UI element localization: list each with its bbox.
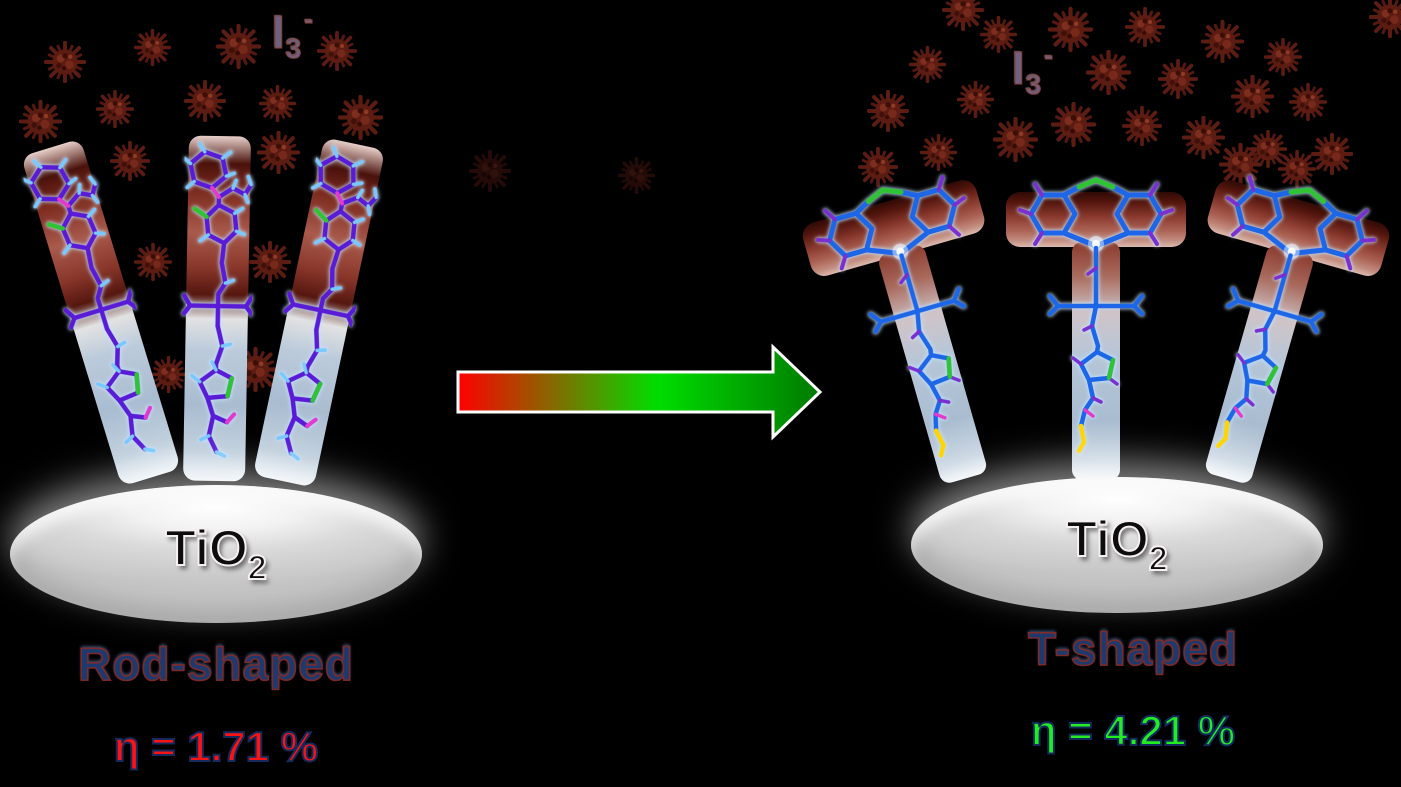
ion-subscript: 3 <box>1025 69 1042 100</box>
triiodide-ion <box>96 90 134 128</box>
triiodide-ion <box>1122 106 1162 146</box>
triiodide-ion <box>110 141 150 181</box>
triiodide-ion <box>184 80 226 122</box>
arrow-shape <box>456 343 823 441</box>
ion-subscript: 3 <box>285 33 302 64</box>
ion-charge: - <box>304 4 314 34</box>
triiodide-ion <box>1289 83 1327 121</box>
triiodide-ion <box>618 157 655 194</box>
triiodide-ion <box>909 46 946 83</box>
t-dye-stem-molecule <box>1176 238 1344 485</box>
triiodide-ion <box>1264 38 1302 76</box>
triiodide-ion <box>1048 7 1093 52</box>
ion-charge: - <box>1044 40 1054 70</box>
triiodide-ion <box>259 85 296 122</box>
tio2-substrate-right: TiO2 <box>911 477 1323 613</box>
triiodide-ion <box>1125 7 1165 47</box>
tio2-substrate-left: TiO2 <box>10 485 422 623</box>
triiodide-ion <box>469 150 511 192</box>
t-dye-stem-molecule <box>848 238 1016 485</box>
shape-label-left: Rod-shaped <box>77 638 354 690</box>
ion-element: I <box>1011 42 1025 94</box>
triiodide-label-right: I3- <box>1011 40 1054 100</box>
triiodide-ion <box>1158 59 1198 99</box>
triiodide-ion <box>338 95 383 140</box>
triiodide-ion <box>942 0 984 31</box>
triiodide-ion <box>980 16 1017 53</box>
triiodide-ion <box>134 243 172 281</box>
rod-dye-molecule <box>179 141 255 472</box>
triiodide-ion <box>1311 133 1353 175</box>
triiodide-ion <box>134 29 171 66</box>
triiodide-ion <box>957 81 994 118</box>
triiodide-ion <box>317 31 357 71</box>
triiodide-ion <box>1201 20 1244 63</box>
triiodide-ion <box>1369 0 1401 38</box>
triiodide-label-left: I3- <box>271 4 314 64</box>
triiodide-ion <box>19 100 62 143</box>
triiodide-ion <box>44 41 86 83</box>
triiodide-ion <box>249 241 291 283</box>
tio2-formula: TiO <box>164 520 248 576</box>
ion-element: I <box>271 6 285 58</box>
triiodide-ion <box>993 117 1038 162</box>
tio2-formula: TiO <box>1065 511 1149 567</box>
triiodide-ion <box>867 90 909 132</box>
tio2-label: TiO2 <box>1065 511 1169 578</box>
triiodide-ion <box>1086 50 1131 95</box>
shape-label-right: T-shaped <box>1027 623 1238 675</box>
tio2-label: TiO2 <box>164 520 268 587</box>
tio2-subscript: 2 <box>1148 540 1169 578</box>
triiodide-ion <box>257 131 300 174</box>
triiodide-ion <box>1051 102 1096 147</box>
t-shaped-dye <box>1006 192 1186 482</box>
t-dye-stem-molecule <box>1041 246 1151 471</box>
triiodide-ion <box>1231 75 1274 118</box>
transition-arrow <box>456 343 823 441</box>
tio2-subscript: 2 <box>247 549 268 587</box>
efficiency-label-left: η = 1.71 % <box>113 723 319 770</box>
efficiency-label-right: η = 4.21 % <box>1030 707 1236 754</box>
triiodide-ion <box>216 24 261 69</box>
dye-rod <box>183 135 251 482</box>
